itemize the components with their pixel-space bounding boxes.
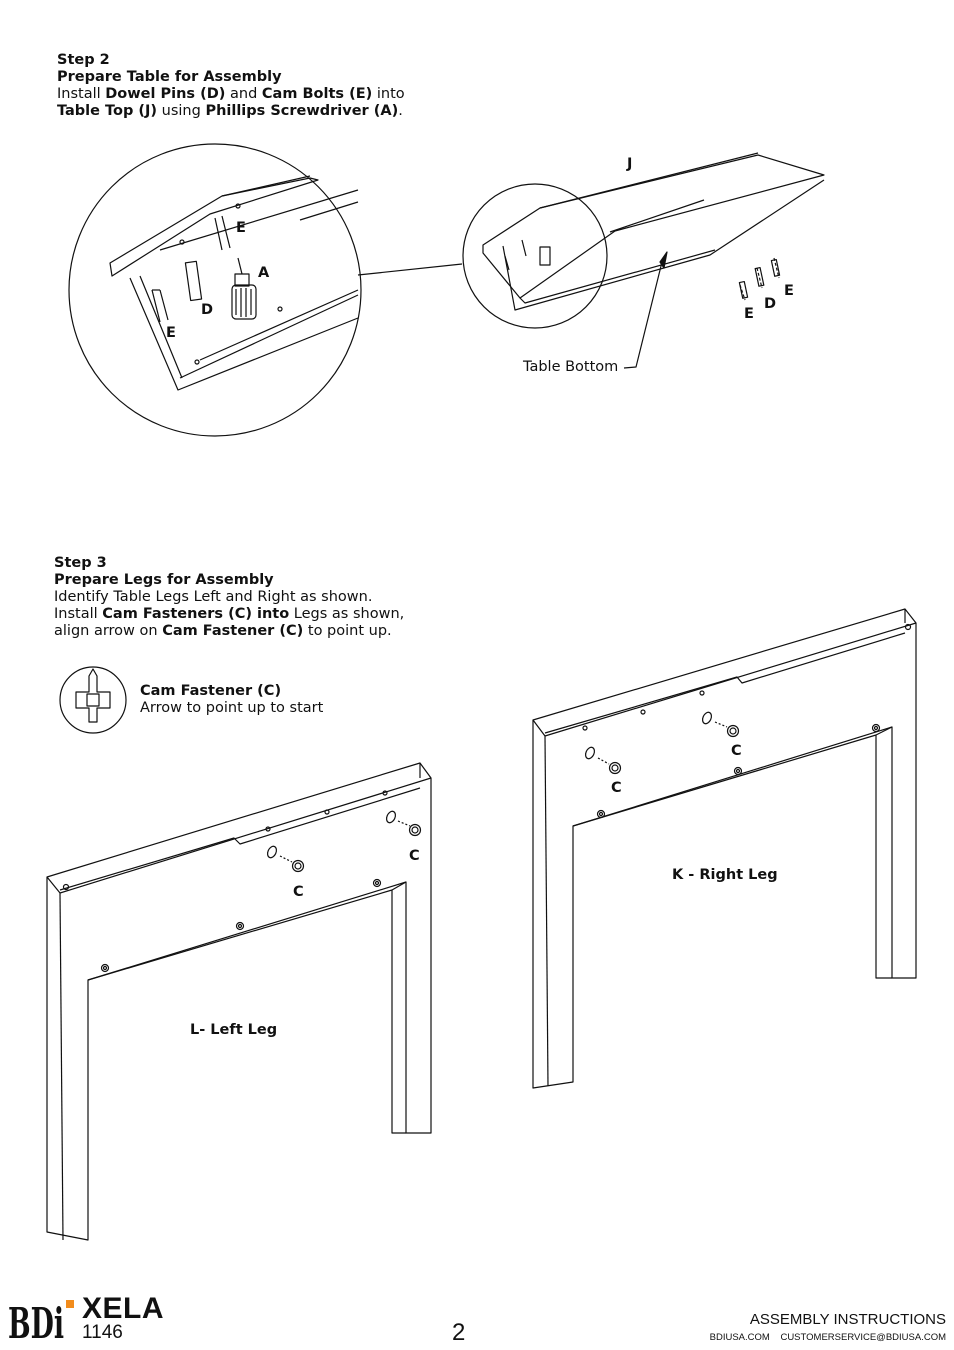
document-type: ASSEMBLY INSTRUCTIONS: [749, 1311, 946, 1328]
label-c-left-1: C: [409, 848, 420, 864]
label-c-right-1: C: [731, 743, 742, 759]
step2-number: Step 2: [57, 52, 110, 68]
step3-line3: align arrow on Cam Fastener (C) to point…: [54, 623, 392, 639]
page-number: 2: [452, 1319, 466, 1346]
step3-number: Step 3: [54, 555, 107, 571]
label-d-1: D: [201, 302, 214, 318]
left-leg-drawing: [46, 762, 432, 1241]
right-leg-drawing: [532, 608, 917, 1089]
label-j: J: [627, 156, 633, 172]
step2-title: Prepare Table for Assembly: [57, 69, 282, 85]
product-name: XELA: [82, 1292, 165, 1325]
svg-text:BDi: BDi: [8, 1299, 64, 1342]
detail-zoom-view: [68, 143, 463, 437]
step2-line2: Table Top (J) using Phillips Screwdriver…: [57, 103, 403, 119]
bdi-logo: BDi: [8, 1299, 74, 1342]
label-e-3: E: [784, 283, 794, 299]
step3-title: Prepare Legs for Assembly: [54, 572, 274, 588]
step3-instructions: Step 3 Prepare Legs for Assembly Identif…: [54, 555, 404, 640]
label-a: A: [258, 265, 270, 281]
contact-info: BDIUSA.COM CUSTOMERSERVICE@BDIUSA.COM: [710, 1332, 946, 1343]
product-code: 1146: [82, 1322, 123, 1343]
step3-line1: Identify Table Legs Left and Right as sh…: [54, 589, 373, 605]
table-top-overview: [462, 152, 825, 369]
label-e-4: E: [744, 306, 754, 322]
label-table-bottom: Table Bottom: [523, 359, 619, 375]
email-link[interactable]: CUSTOMERSERVICE@BDIUSA.COM: [780, 1332, 946, 1343]
step3-line2: Install Cam Fasteners (C) into Legs as s…: [54, 606, 405, 622]
step2-instructions: Step 2 Prepare Table for Assembly Instal…: [57, 52, 405, 120]
cam-fastener-title: Cam Fastener (C): [140, 683, 282, 699]
label-e-2: E: [166, 325, 176, 341]
label-c-left-2: C: [293, 884, 304, 900]
label-e-1: E: [236, 220, 246, 236]
label-left-leg: L- Left Leg: [190, 1022, 278, 1038]
cam-fastener-icon: [59, 666, 127, 734]
website-link[interactable]: BDIUSA.COM: [709, 1332, 770, 1343]
label-right-leg: K - Right Leg: [672, 867, 778, 883]
label-c-right-2: C: [611, 780, 622, 796]
step2-line1: Install Dowel Pins (D) and Cam Bolts (E)…: [57, 86, 405, 102]
label-d-2: D: [764, 296, 777, 312]
cam-fastener-note: Arrow to point up to start: [140, 700, 324, 716]
cam-fastener-caption: Cam Fastener (C) Arrow to point up to st…: [140, 683, 323, 717]
